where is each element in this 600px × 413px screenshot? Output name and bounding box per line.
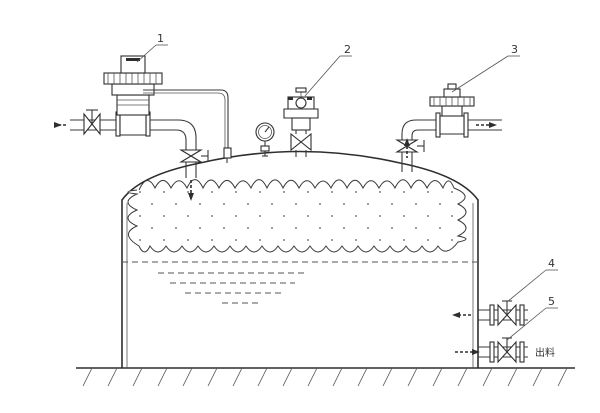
callout-3: 3 <box>511 43 518 56</box>
pressure-gauge <box>255 122 275 157</box>
discharge-label: 出料 <box>535 346 555 359</box>
callout-4: 4 <box>548 257 555 270</box>
ground-line <box>76 367 575 387</box>
relief-pressure-regulator <box>395 83 502 172</box>
breather-valve <box>283 87 319 157</box>
liquid-level <box>122 261 478 304</box>
callout-leaders <box>136 44 558 341</box>
nitrogen-blanket-cloud <box>127 179 467 253</box>
side-outlet-valve-upper <box>452 300 528 327</box>
callout-1: 1 <box>157 32 164 45</box>
callout-2: 2 <box>344 43 351 56</box>
supply-pressure-regulator <box>54 55 232 201</box>
storage-tank <box>121 150 479 368</box>
callout-5: 5 <box>548 295 555 308</box>
side-outlet-valve-lower <box>455 337 528 364</box>
